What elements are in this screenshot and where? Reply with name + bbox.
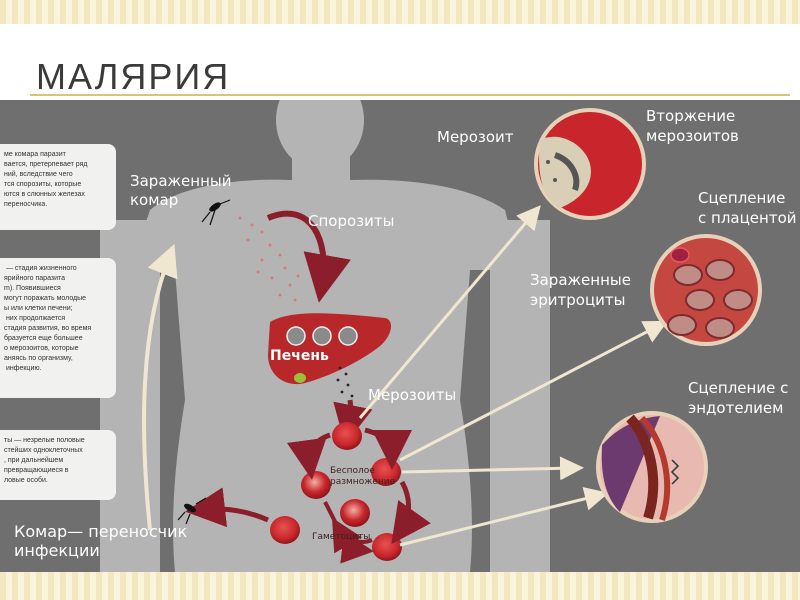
diagram-artwork	[100, 100, 762, 572]
endothelium-detail-circle	[596, 411, 708, 523]
label-liver: Печень	[270, 348, 329, 364]
malaria-lifecycle-diagram: ме комара паразит вается, претерпевает р…	[0, 100, 800, 572]
info-box-merozoite-stage: — стадия жизненного ярийного паразита m)…	[0, 258, 116, 398]
info-box-mosquito-stage: ме комара паразит вается, претерпевает р…	[0, 144, 116, 230]
sporozoite-dots	[238, 216, 300, 302]
label-infected-erythrocytes: Зараженные эритроциты	[530, 271, 631, 309]
bottom-decorative-stripes	[0, 572, 800, 600]
infected-mosquito-icon	[201, 199, 231, 226]
label-placenta-adhesion: Сцепление с плацентой	[698, 189, 797, 227]
label-asexual-reproduction: Бесполое размножение	[330, 466, 396, 487]
title-divider	[30, 94, 790, 96]
merozoite-dots	[336, 366, 354, 398]
label-gametocytes: Гаметоциты	[312, 532, 371, 542]
liver	[268, 313, 392, 385]
info-box-gametocyte-stage: ты — незрелые половые стейших одноклеточ…	[0, 430, 116, 500]
top-decorative-stripes	[0, 0, 800, 24]
vector-mosquito-icon	[177, 497, 207, 525]
label-infected-mosquito: Зараженный комар	[130, 172, 232, 209]
placenta-detail-circle	[650, 234, 762, 346]
slide-title: МАЛЯРИЯ	[36, 56, 231, 97]
label-merozoites-body: Мерозоиты	[368, 386, 457, 404]
pointer-arrows	[358, 205, 668, 547]
label-endothelium-adhesion: Сцепление с эндотелием	[688, 379, 789, 417]
cycle-return-arrow	[142, 243, 178, 531]
blood-cycle	[185, 422, 431, 564]
invasion-detail-circle	[534, 108, 646, 220]
label-merozoite-invasion: Вторжение мерозоитов	[646, 107, 739, 145]
label-sporozoites: Спорозиты	[308, 212, 395, 230]
label-vector-mosquito: Комар— переносчик инфекции	[14, 522, 188, 560]
label-merozoite: Мерозоит	[437, 128, 514, 146]
sporozoite-arrow	[266, 210, 351, 303]
